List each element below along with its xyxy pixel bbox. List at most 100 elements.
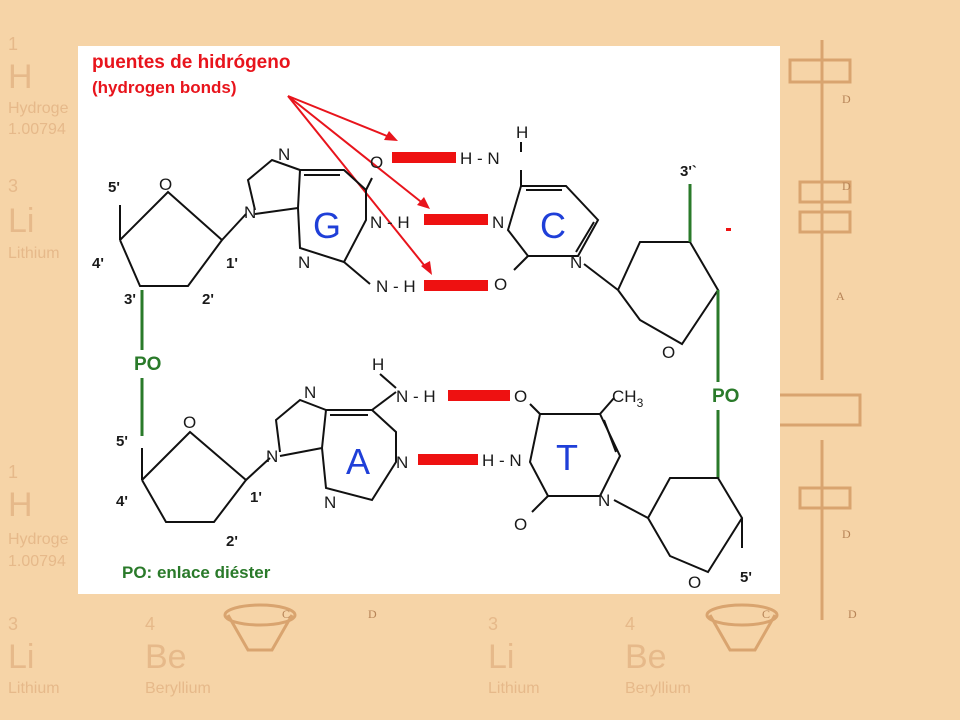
hydrogen-bond-at-1 xyxy=(448,390,510,401)
legend-po: PO: enlace diéster xyxy=(122,563,271,582)
atom-n3-a: N xyxy=(324,493,336,512)
tile-number: 4 xyxy=(625,614,635,634)
prime-4: 4' xyxy=(92,255,104,272)
sugar-ring-top-left: O 5' 4' 3' 2' 1' xyxy=(92,175,238,308)
prime-2: 2' xyxy=(202,291,214,308)
tile-number: 1 xyxy=(8,462,18,482)
prime-5-bottom: 5' xyxy=(116,433,128,450)
methyl-group: CH3 xyxy=(612,387,644,410)
hydrogen-bond-gc-3 xyxy=(424,280,488,291)
ring-oxygen-right: O xyxy=(662,343,675,362)
sugar-ring-bottom-left: O 5' 4' 1' 2' xyxy=(116,413,262,550)
sugar-ring-bottom-right: O 5' xyxy=(613,477,752,592)
tile-symbol: H xyxy=(8,486,33,524)
prime-3-right: 3'` xyxy=(680,163,697,180)
small-mark xyxy=(726,228,731,231)
base-letter-c: C xyxy=(540,205,566,246)
atom-n9: N xyxy=(244,203,256,222)
atom-n1-t: N xyxy=(598,491,610,510)
tile-symbol: Be xyxy=(145,638,187,676)
arrow-line xyxy=(287,95,426,206)
tile-name: Hydroge xyxy=(8,100,69,117)
cytosine-oxygen: O xyxy=(494,275,507,294)
guanine-oxygen: O xyxy=(370,153,383,172)
atom-n9-a: N xyxy=(266,447,278,466)
thymine-hn: H - N xyxy=(482,451,522,470)
phosphodiester-right: PO xyxy=(712,386,739,407)
element-tile-be-right: 4 Be Beryllium xyxy=(625,614,691,697)
hydrogen-bond-gc-1 xyxy=(392,152,456,163)
apparatus-letter: D xyxy=(842,92,851,106)
tile-number: 1 xyxy=(8,34,18,54)
ring-oxygen: O xyxy=(159,175,172,194)
atom-n3: N xyxy=(298,253,310,272)
base-letter-a: A xyxy=(346,441,370,482)
arrow-line xyxy=(287,95,393,139)
element-tile-li: 3 Li Lithium xyxy=(8,176,60,262)
tile-mass: 1.00794 xyxy=(8,121,66,138)
tile-symbol: Li xyxy=(8,202,34,240)
thymine-oxygen-top: O xyxy=(514,387,527,406)
base-letter-t: T xyxy=(556,437,578,478)
apparatus-letters: D D A D C D C D xyxy=(282,92,857,621)
element-tile-li-bottom: 3 Li Lithium xyxy=(8,614,60,697)
cytosine-hn: H - N xyxy=(460,149,500,168)
tile-symbol: Be xyxy=(625,638,667,676)
thymine-base: O CH3 H - N O N T xyxy=(482,387,644,534)
tile-number: 3 xyxy=(488,614,498,634)
prime-5-bottom-right: 5' xyxy=(740,569,752,586)
tile-name: Lithium xyxy=(8,245,60,262)
adenine-nh: N - H xyxy=(396,387,436,406)
sugar-ring-top-right: O 3'` xyxy=(583,163,731,362)
apparatus-letter: D xyxy=(842,527,851,541)
element-tile-be: 4 Be Beryllium xyxy=(145,614,211,697)
tile-name: Hydroge xyxy=(8,531,69,548)
apparatus-letter: D xyxy=(848,607,857,621)
adenine-amino-h: H xyxy=(372,355,384,374)
element-tile-h-lower: 1 H Hydroge 1.00794 xyxy=(8,462,69,570)
adenine-base: N N N N H N - H A xyxy=(245,355,436,512)
guanine-n2h: N - H xyxy=(376,277,416,296)
atom-n3-c: N xyxy=(492,213,504,232)
thymine-oxygen-bottom: O xyxy=(514,515,527,534)
cytosine-amino-h: H xyxy=(516,123,528,142)
guanine-n1h: N - H xyxy=(370,213,410,232)
apparatus-letter: C xyxy=(282,607,290,621)
diagram-title: puentes de hidrógeno xyxy=(92,52,290,73)
cytosine-base: H H - N N N O C xyxy=(460,123,600,294)
tile-symbol: Li xyxy=(8,638,34,676)
prime-2-bottom: 2' xyxy=(226,533,238,550)
atom-n1-c: N xyxy=(570,253,582,272)
tile-symbol: Li xyxy=(488,638,514,676)
apparatus-letter: D xyxy=(368,607,377,621)
tile-number: 4 xyxy=(145,614,155,634)
apparatus-letter: D xyxy=(842,179,851,193)
ring-oxygen-bottom: O xyxy=(183,413,196,432)
apparatus-letter: C xyxy=(762,607,770,621)
arrow-head xyxy=(421,261,432,275)
atom-n1-a: N xyxy=(396,453,408,472)
element-tile-li-mid: 3 Li Lithium xyxy=(488,614,540,697)
prime-5: 5' xyxy=(108,179,120,196)
tile-name: Lithium xyxy=(488,680,540,697)
arrow-head xyxy=(384,131,398,141)
arrow-head xyxy=(417,197,430,209)
tile-mass: 1.00794 xyxy=(8,553,66,570)
ring-oxygen-bottom-right: O xyxy=(688,573,701,592)
lab-apparatus-illustration xyxy=(223,40,862,652)
atom-n7-a: N xyxy=(304,383,316,402)
tile-symbol: H xyxy=(8,58,33,96)
diagram-panel xyxy=(78,46,780,594)
base-letter-g: G xyxy=(313,205,341,246)
tile-name: Lithium xyxy=(8,680,60,697)
guanine-base: N N N O N - H N - H G xyxy=(221,145,416,296)
phosphodiester-left: PO xyxy=(134,354,161,375)
tile-name: Beryllium xyxy=(625,680,691,697)
prime-1-bottom: 1' xyxy=(250,489,262,506)
hydrogen-bond-at-2 xyxy=(418,454,478,465)
hydrogen-bond-gc-2 xyxy=(424,214,488,225)
element-tile-h: 1 H Hydroge 1.00794 xyxy=(8,34,69,138)
tile-name: Beryllium xyxy=(145,680,211,697)
